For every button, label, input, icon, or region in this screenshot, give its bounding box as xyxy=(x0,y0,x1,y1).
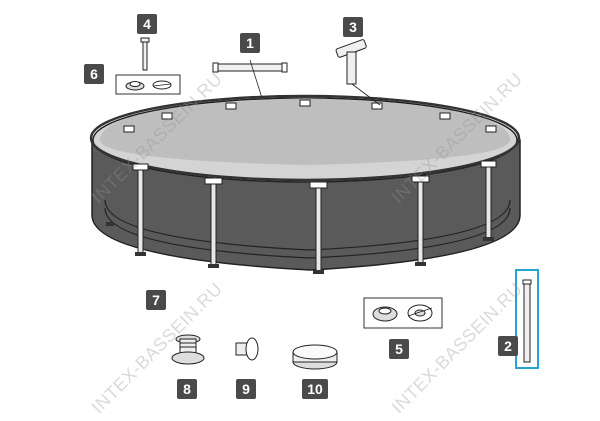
leg-feet xyxy=(106,222,494,274)
part-3-tjoint xyxy=(335,39,381,106)
part-4-pin xyxy=(140,37,150,71)
badge-7: 7 xyxy=(146,290,166,310)
part-10-drain-cap xyxy=(292,344,338,370)
pool-inner-shade xyxy=(100,98,510,165)
pool-top-rim xyxy=(89,94,521,182)
badge-3: 3 xyxy=(343,17,363,37)
badge-5: 5 xyxy=(389,339,409,359)
badge-4: 4 xyxy=(137,14,157,34)
part-6-seal-cap xyxy=(115,74,181,95)
badge-2: 2 xyxy=(498,336,518,356)
badge-8: 8 xyxy=(177,379,197,399)
badge-9: 9 xyxy=(236,379,256,399)
badge-6: 6 xyxy=(84,64,104,84)
badge-10: 10 xyxy=(302,379,328,399)
part-9-plug xyxy=(235,337,259,361)
front-tjoints xyxy=(132,160,497,189)
badge-1: 1 xyxy=(240,33,260,53)
part-5-leg-cap xyxy=(363,297,443,329)
part-8-strainer xyxy=(171,334,205,365)
rim-connectors xyxy=(123,99,497,133)
part-1-beam xyxy=(212,59,288,99)
